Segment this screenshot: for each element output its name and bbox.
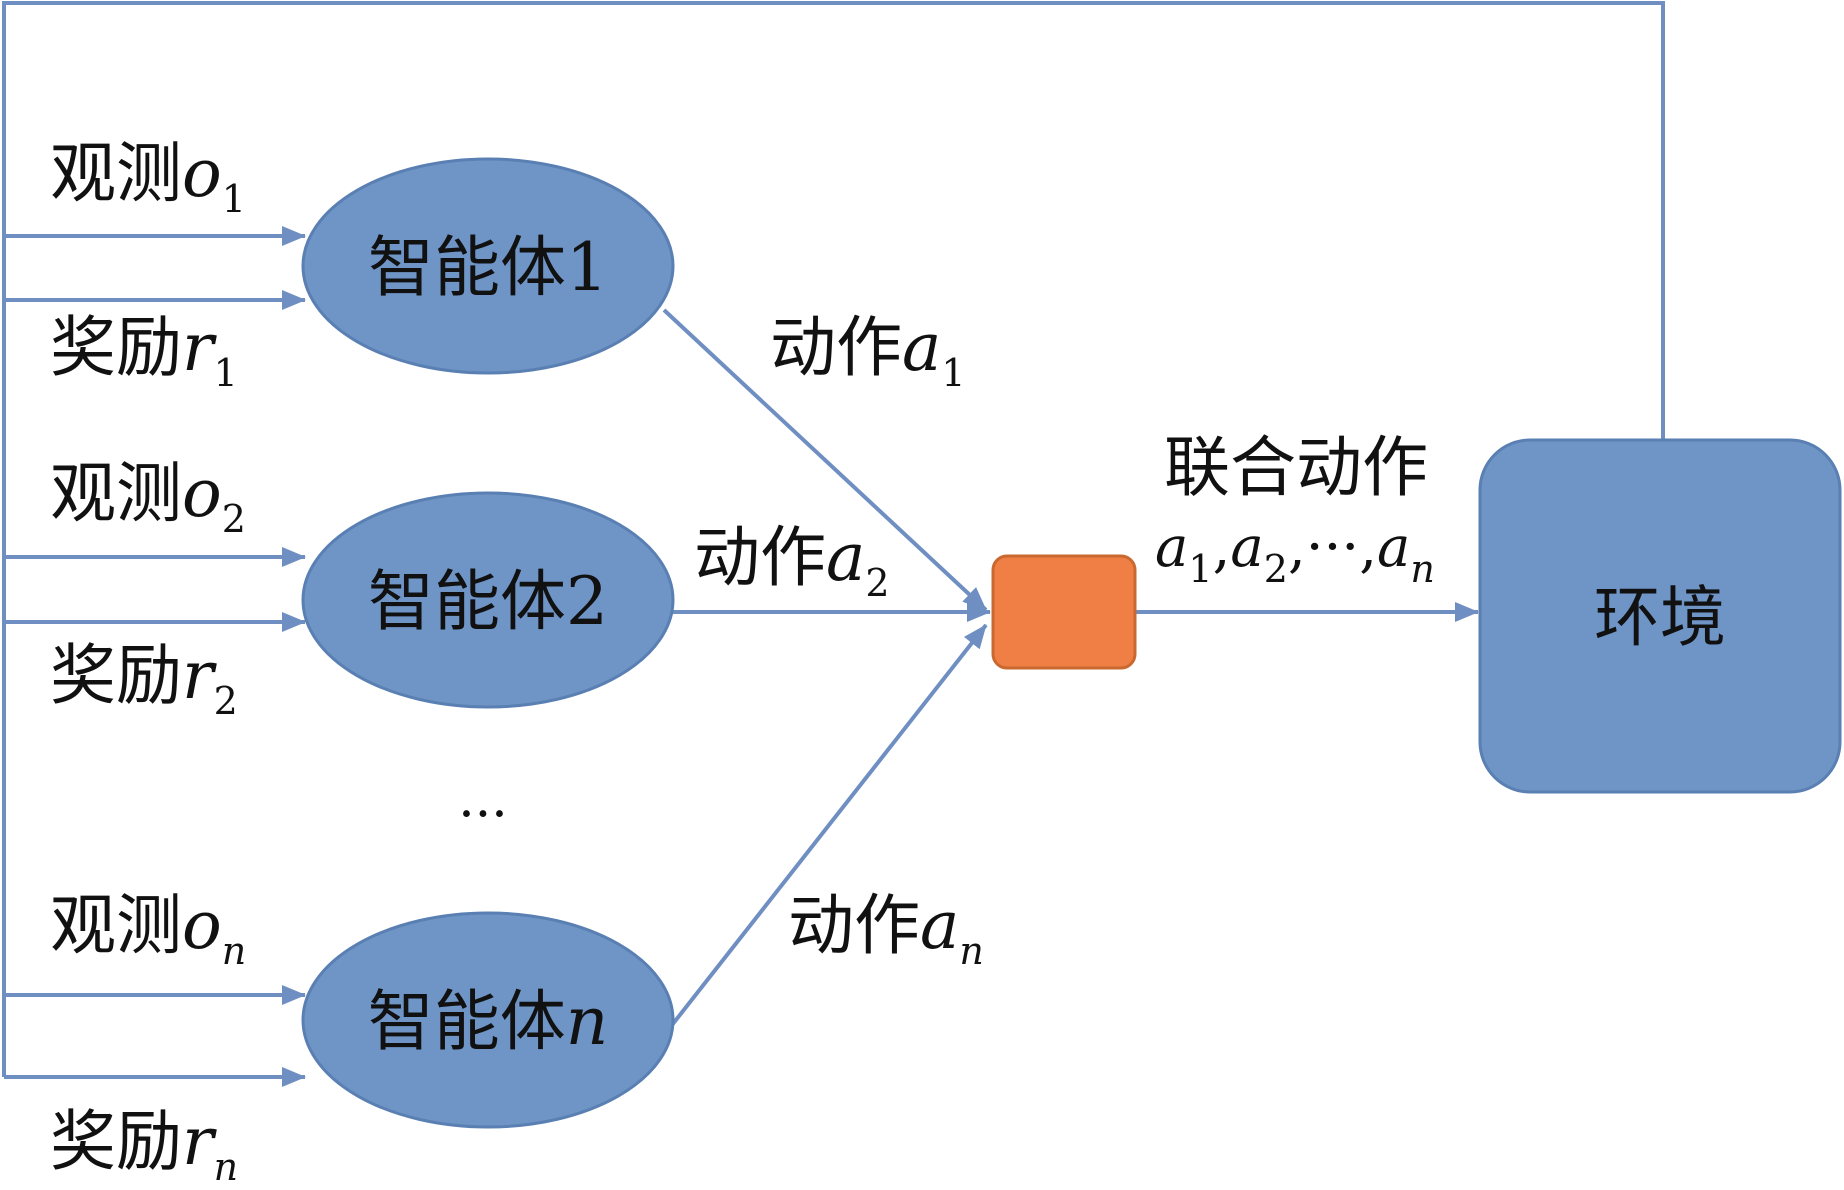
reward-label-1: 奖励r1	[50, 309, 238, 395]
reward-label-2: 奖励r2	[50, 637, 238, 723]
joint-action-vector: a1,a2,···,an	[1155, 515, 1435, 591]
agents-ellipsis: ···	[458, 785, 508, 845]
action-label-1: 动作a1	[770, 309, 966, 395]
action-arrow-1	[662, 308, 988, 612]
action-arrow-n	[670, 623, 988, 1027]
action-label-2: 动作a2	[694, 519, 890, 605]
svg-text:环境: 环境	[1594, 579, 1726, 656]
agent-node-1: 智能体1	[301, 157, 675, 375]
svg-text:智能体1: 智能体1	[368, 229, 608, 306]
obs-label-2: 观测o2	[50, 455, 246, 541]
joint-action-title: 联合动作	[1164, 429, 1428, 506]
agent-node-n: 智能体n	[301, 911, 675, 1129]
svg-text:智能体n: 智能体n	[368, 983, 609, 1060]
agent-node-2: 智能体2	[301, 491, 675, 709]
obs-label-n: 观测on	[50, 887, 246, 973]
obs-label-1: 观测o1	[50, 135, 246, 221]
feedback-loop-line	[2, 1, 1665, 1077]
svg-text:智能体2: 智能体2	[368, 563, 608, 640]
joint-action-combiner	[991, 554, 1137, 670]
action-label-n: 动作an	[788, 887, 984, 973]
environment-node: 环境	[1478, 438, 1842, 794]
reward-label-n: 奖励rn	[50, 1103, 238, 1185]
